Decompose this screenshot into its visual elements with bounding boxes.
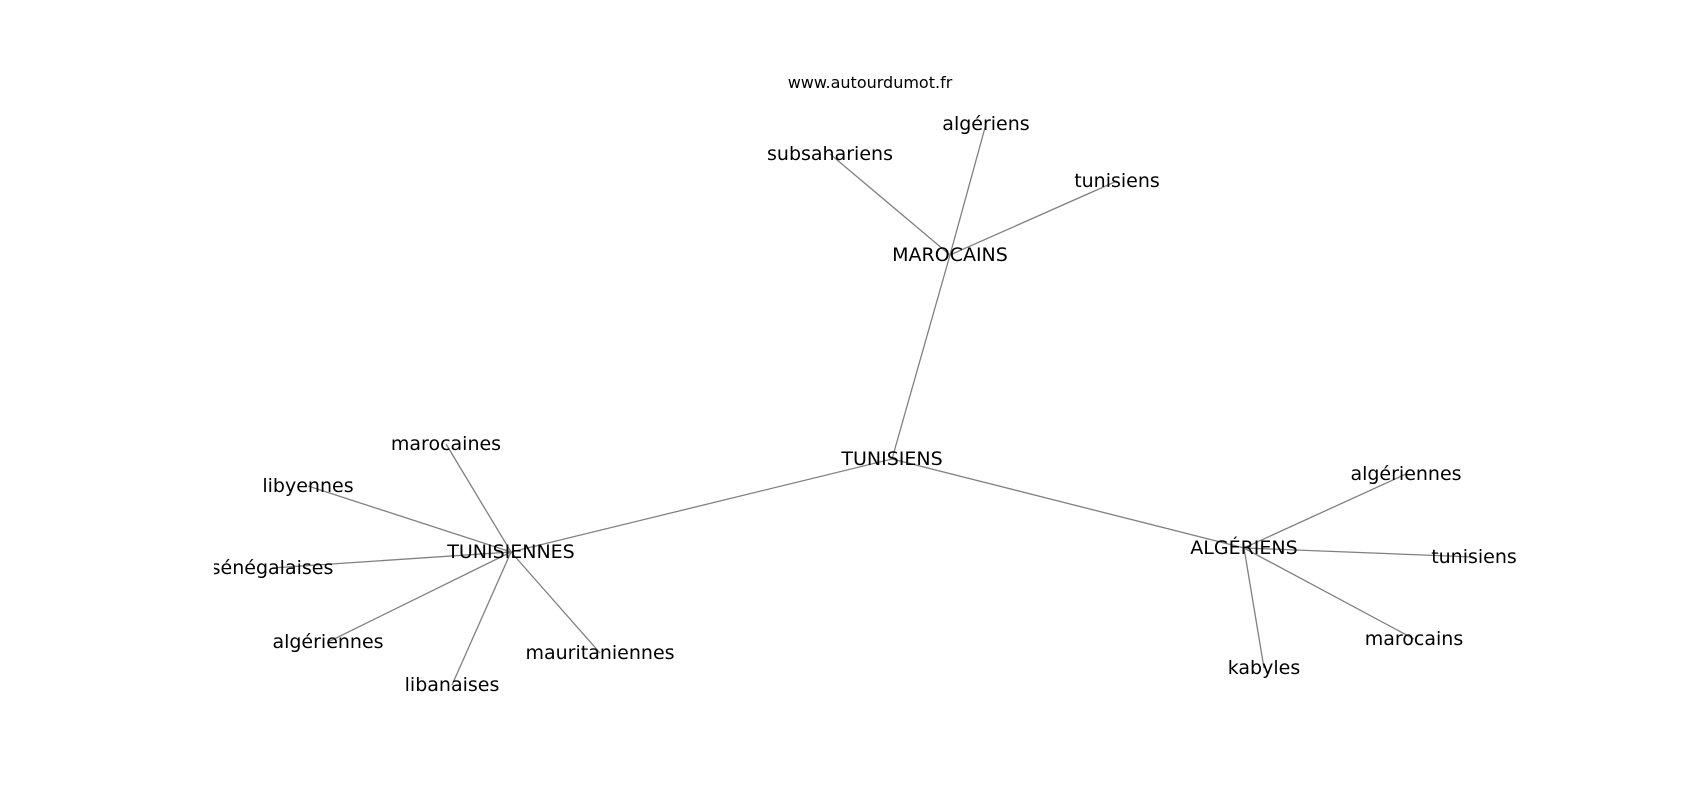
graph-edge bbox=[1243, 473, 1407, 549]
graph-edge bbox=[829, 153, 951, 256]
watermark: www.autourdumot.fr bbox=[788, 73, 953, 92]
node-label-m-subsahariens[interactable]: subsahariens bbox=[767, 143, 893, 165]
node-label-a-algeriennes[interactable]: algériennes bbox=[1350, 463, 1461, 485]
graph-edge bbox=[891, 458, 1245, 549]
graph-edge bbox=[327, 551, 512, 643]
node-label-m-algeriens[interactable]: algériens bbox=[942, 113, 1029, 135]
node-label-t-libanaises[interactable]: libanaises bbox=[405, 674, 500, 696]
graph-edge bbox=[451, 551, 512, 686]
node-label-algeriens-hub[interactable]: ALGÉRIENS bbox=[1190, 536, 1297, 559]
node-label-a-marocains[interactable]: marocains bbox=[1365, 628, 1463, 650]
graph-edge bbox=[445, 443, 512, 553]
graph-edge bbox=[510, 551, 601, 654]
graph-edge bbox=[891, 254, 951, 460]
node-label-m-tunisiens[interactable]: tunisiens bbox=[1074, 170, 1160, 192]
graph-edge bbox=[949, 180, 1118, 256]
graph-edge bbox=[307, 485, 512, 553]
node-label-a-tunisiens[interactable]: tunisiens bbox=[1431, 546, 1517, 568]
node-label-t-libyennes[interactable]: libyennes bbox=[262, 475, 353, 497]
node-label-tunisiennes-hub[interactable]: TUNISIENNES bbox=[446, 541, 575, 563]
node-label-root[interactable]: TUNISIENS bbox=[840, 448, 942, 470]
graph-edge bbox=[1243, 547, 1415, 640]
node-label-t-marocaines[interactable]: marocaines bbox=[391, 433, 501, 455]
node-label-marocains-hub[interactable]: MAROCAINS bbox=[892, 244, 1008, 266]
node-label-t-algeriennes[interactable]: algériennes bbox=[272, 631, 383, 653]
node-label-t-senegalaises[interactable]: sénégalaises bbox=[211, 557, 334, 579]
node-label-t-mauritaniennes[interactable]: mauritaniennes bbox=[525, 642, 674, 664]
graph-edges bbox=[271, 123, 1475, 686]
graph-edge bbox=[1243, 547, 1475, 558]
graph-edge bbox=[949, 123, 987, 256]
graph-edge bbox=[1243, 547, 1265, 669]
graph-edge bbox=[271, 551, 512, 569]
node-label-a-kabyles[interactable]: kabyles bbox=[1228, 657, 1300, 679]
graph-edge bbox=[510, 458, 893, 553]
graph-labels: TUNISIENS MAROCAINS TUNISIENNES ALGÉRIENS su… bbox=[211, 113, 1517, 696]
